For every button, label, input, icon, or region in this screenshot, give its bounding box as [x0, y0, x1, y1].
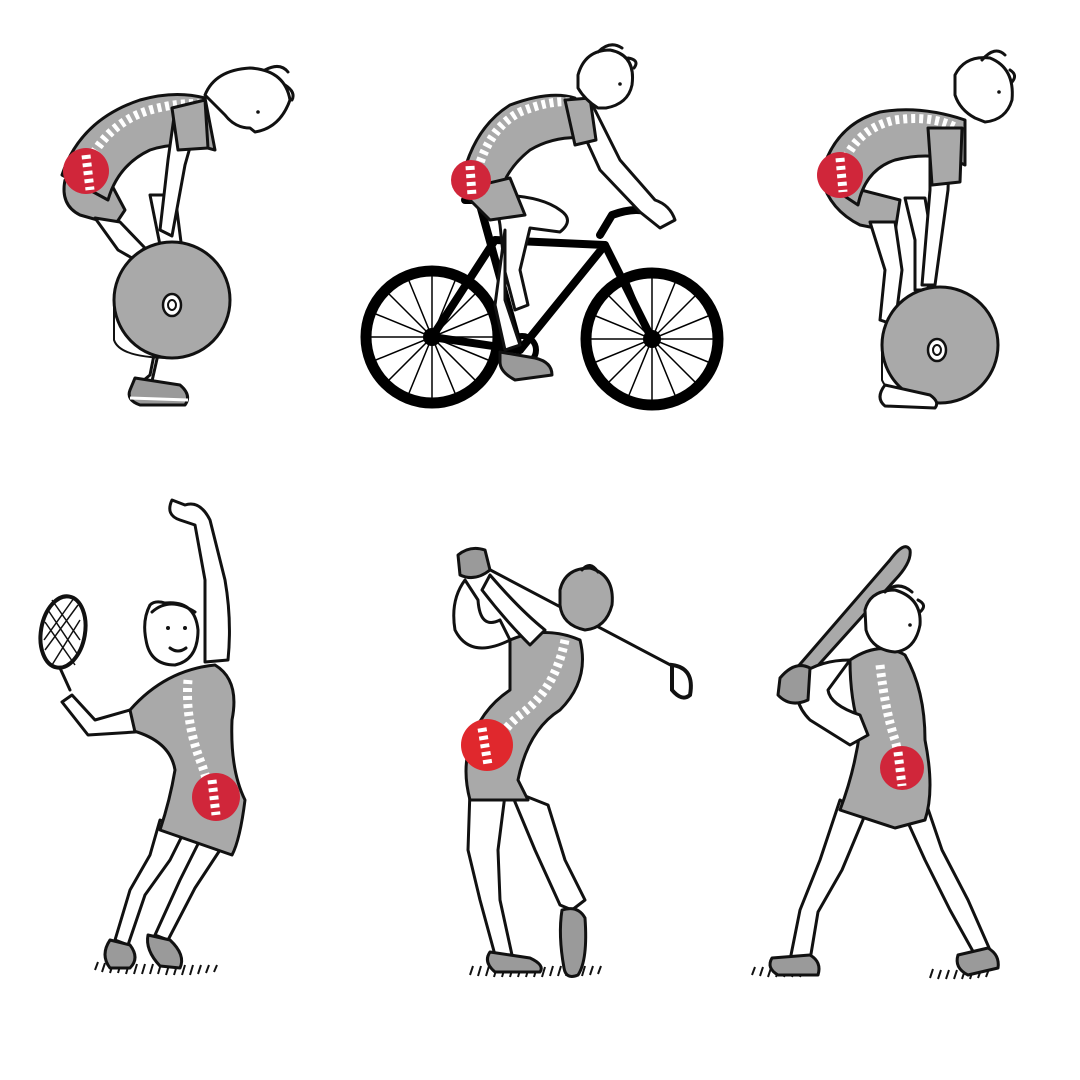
pain-marker — [451, 160, 491, 200]
pain-marker — [63, 148, 109, 194]
tennis-racket-icon — [38, 594, 88, 692]
deadlift-lift-figure — [817, 49, 1017, 410]
cyclist-figure — [360, 43, 724, 411]
golf-swing-figure — [452, 546, 693, 978]
deadlift-bent-figure — [60, 65, 295, 407]
baseball-batter-figure — [751, 545, 1000, 980]
weight-plate — [112, 240, 232, 360]
weight-plate — [880, 285, 1000, 405]
tennis-serve-figure — [38, 498, 247, 976]
baseball-bat-icon — [792, 545, 912, 683]
